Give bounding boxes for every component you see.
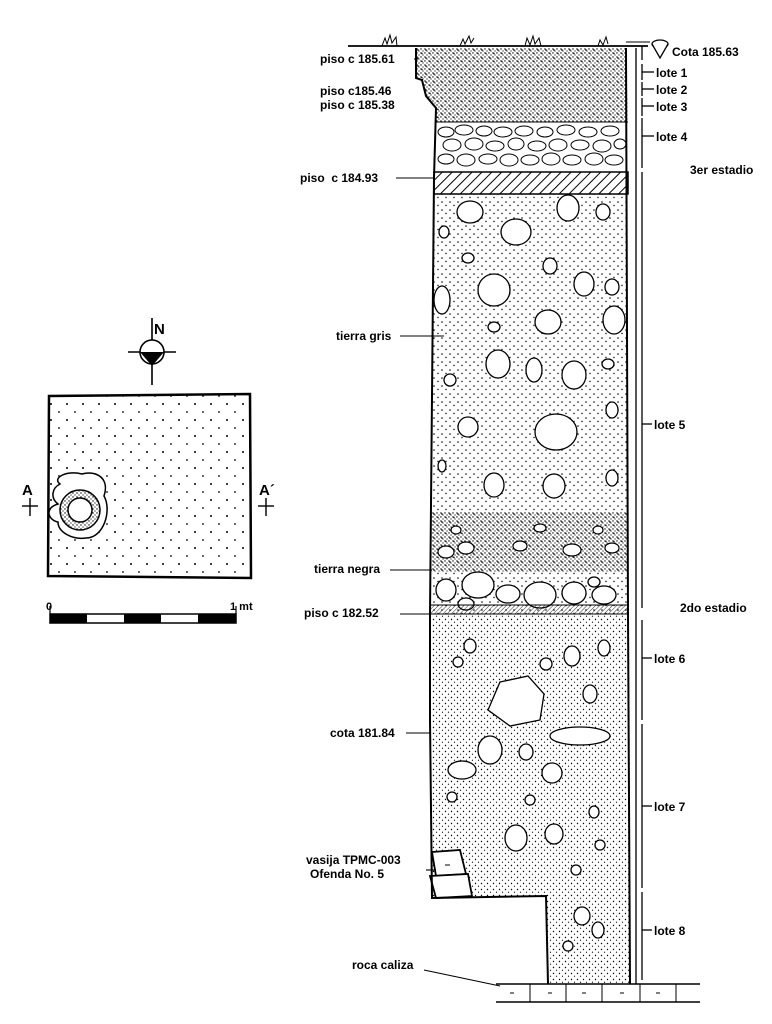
label-ofrenda: Ofenda No. 5 xyxy=(310,867,385,881)
north-label: N xyxy=(154,321,165,338)
label-lote-8: lote 8 xyxy=(654,924,686,938)
label-lote-1: lote 1 xyxy=(656,66,688,80)
label-lote-5: lote 5 xyxy=(654,418,686,432)
scale-start-label: 0 xyxy=(46,601,52,613)
tierra-negra-stones xyxy=(437,523,620,559)
label-3er-estadio: 3er estadio xyxy=(690,163,754,177)
section-marker-left: A xyxy=(22,482,38,516)
scale-end-label: 1 mt xyxy=(230,601,253,613)
ground-surface xyxy=(348,33,648,47)
offering-feature-plan xyxy=(48,472,108,540)
label-lote-2: lote 2 xyxy=(656,83,688,97)
lote-5-stones xyxy=(433,194,626,499)
label-piso-185-46: piso c185.46 xyxy=(320,84,392,98)
lower-stone-row xyxy=(435,571,617,611)
label-piso-185-38: piso c 185.38 xyxy=(320,98,395,112)
tierra-negra-band xyxy=(430,512,628,572)
section-left-label: A xyxy=(22,482,33,499)
label-piso-182-52: piso c 182.52 xyxy=(304,606,379,620)
label-lote-6: lote 6 xyxy=(654,652,686,666)
label-lote-4: lote 4 xyxy=(656,130,688,144)
floor-182-52 xyxy=(429,604,629,615)
floor-184-93 xyxy=(433,171,629,195)
label-cota-181-84: cota 181.84 xyxy=(330,726,395,740)
plan-view: N A A´ 0 1 mt xyxy=(22,318,275,624)
lote-brackets xyxy=(635,46,654,984)
section-marker-right: A´ xyxy=(258,482,275,516)
leader-lines xyxy=(390,58,501,987)
label-cota-185-63: Cota 185.63 xyxy=(672,45,739,59)
lote-1-3-fill xyxy=(416,48,628,124)
label-2do-estadio: 2do estadio xyxy=(680,601,747,615)
gravel-layer xyxy=(436,122,628,172)
label-lote-7: lote 7 xyxy=(654,800,686,814)
bedrock xyxy=(496,983,700,1003)
label-vasija: vasija TPMC-003 xyxy=(306,853,401,867)
label-roca-caliza: roca caliza xyxy=(352,958,414,972)
label-piso-185-61: piso c 185.61 xyxy=(320,52,395,66)
datum-marker-icon xyxy=(626,39,669,60)
vessel-offering xyxy=(428,849,474,899)
label-lote-3: lote 3 xyxy=(656,100,688,114)
label-tierra-negra: tierra negra xyxy=(314,562,381,576)
label-tierra-gris: tierra gris xyxy=(336,329,392,343)
label-piso-184-93: piso c 184.93 xyxy=(300,171,379,185)
lower-stones xyxy=(446,638,611,952)
scale-bar: 0 1 mt xyxy=(46,601,253,624)
north-arrow-icon: N xyxy=(128,318,176,385)
section-right-label: A´ xyxy=(259,482,275,499)
section-profile xyxy=(348,33,700,1003)
